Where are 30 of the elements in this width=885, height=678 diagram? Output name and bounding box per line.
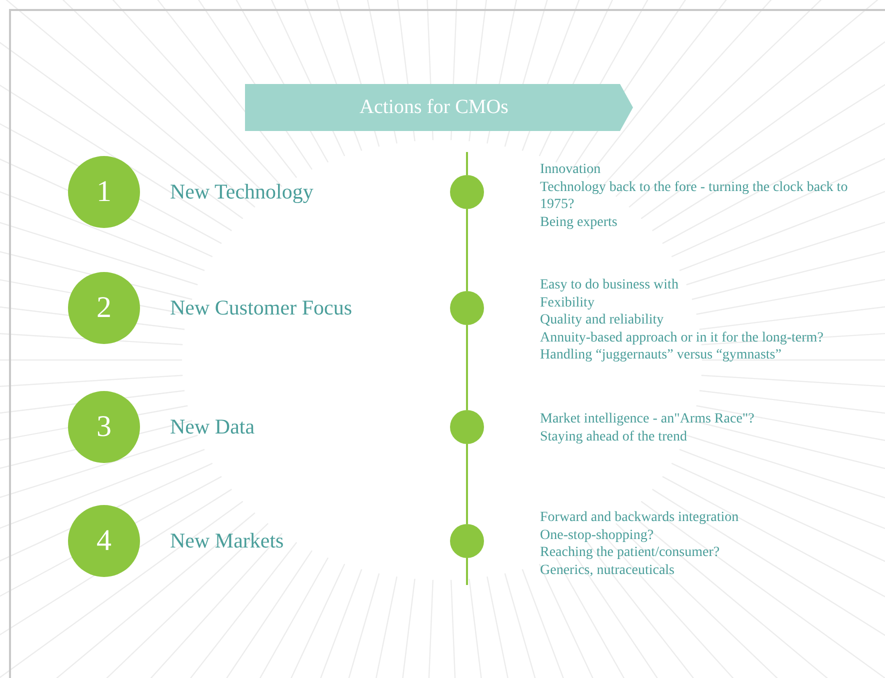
timeline-dot (450, 410, 484, 444)
bullet-text: Market intelligence - an"Arms Race"? (540, 410, 756, 428)
bullet-text: Staying ahead of the trend (540, 428, 688, 446)
number-circle: 4 (68, 505, 140, 577)
bullet-text: Being experts (540, 214, 618, 231)
section-heading: New Markets (170, 528, 284, 554)
bullet-text: One-stop-shopping? (540, 526, 655, 544)
number-circle: 3 (68, 391, 140, 463)
timeline-dot (450, 175, 484, 209)
bullet-text: Reaching the patient/consumer? (540, 544, 721, 562)
bullet-text: Technology back to the fore - turning the clock back to 1975? (540, 178, 849, 214)
number-circle: 1 (68, 156, 140, 228)
section-heading: New Technology (170, 180, 314, 204)
bullet-text: Innovation (540, 161, 602, 178)
bullet-text: Handling “juggernauts” versus “gymnasts” (540, 346, 782, 364)
number-circle: 2 (68, 272, 140, 344)
bullet-text: Annuity-based approach or in it for the long-term? (540, 328, 824, 346)
bullet-text: Quality and reliability (540, 311, 665, 329)
timeline-dot (450, 291, 484, 325)
timeline-line (466, 209, 468, 291)
bullet-text: Generics, nutraceuticals (540, 562, 676, 579)
timeline-dot (450, 524, 484, 558)
timeline-line (466, 444, 468, 524)
section-heading: New Customer Focus (170, 296, 352, 320)
bullet-text: Easy to do business with (540, 276, 680, 294)
title: Actions for CMOs (360, 96, 510, 119)
bullet-text: Forward and backwards integration (540, 509, 740, 526)
section-heading: New Data (170, 414, 255, 440)
timeline-line (466, 325, 468, 410)
bullet-text: Fexibility (540, 294, 596, 312)
